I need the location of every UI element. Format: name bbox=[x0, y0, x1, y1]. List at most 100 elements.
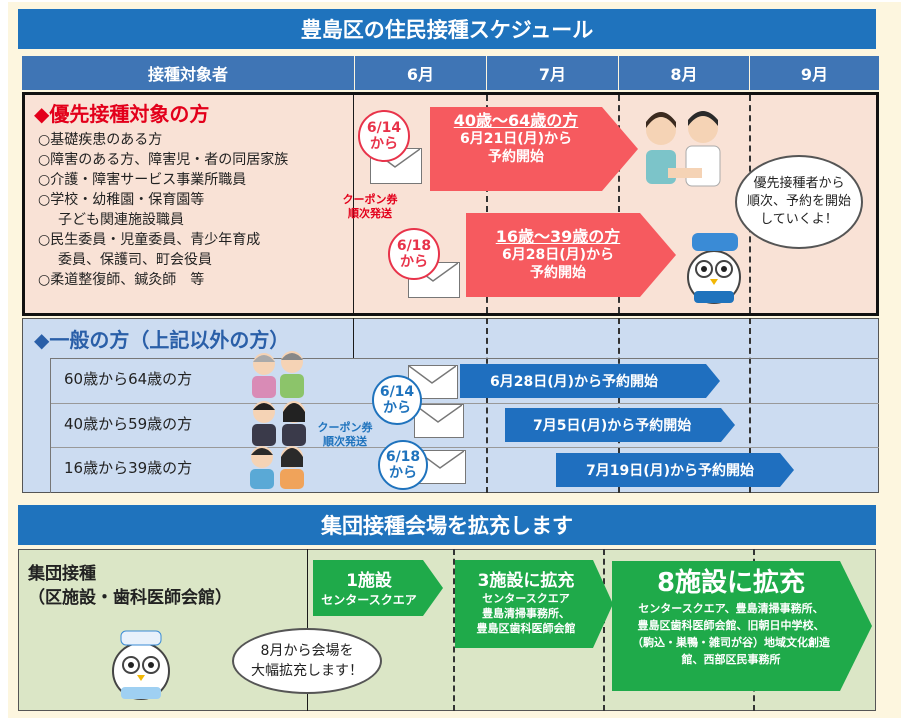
facility-step-1-arrow bbox=[313, 560, 443, 616]
owl-mascot-nurse bbox=[112, 630, 170, 700]
envelope-icon bbox=[414, 404, 464, 438]
column-header-target: 接種対象者 bbox=[22, 56, 354, 90]
column-header-september: 9月 bbox=[750, 56, 879, 90]
general-row-label: 16歳から39歳の方 bbox=[64, 459, 193, 477]
badge-date: 6/18 bbox=[396, 238, 432, 254]
facility-step-3-arrow bbox=[612, 561, 872, 691]
people-illustration bbox=[250, 446, 304, 489]
badge-date: 6/14 bbox=[379, 384, 415, 400]
badge-suffix: から bbox=[400, 254, 428, 270]
badge-date: 6/14 bbox=[366, 120, 402, 136]
row-divider bbox=[50, 447, 879, 448]
month-divider bbox=[603, 549, 605, 711]
step-line: 豊島区歯科医師会館 bbox=[476, 622, 576, 635]
step-title: 3施設に拡充 bbox=[477, 571, 575, 591]
age-range: 16歳～39歳の方 bbox=[495, 227, 621, 246]
badge-suffix: から bbox=[389, 465, 417, 481]
month-divider bbox=[618, 318, 620, 493]
age-range: 40歳～64歳の方 bbox=[453, 111, 579, 130]
facility-step-2-arrow bbox=[455, 560, 613, 648]
step-line: センタースクエア、豊島清掃事務所、 bbox=[638, 602, 824, 615]
step-line: センタースクエア bbox=[321, 593, 417, 607]
step-line: 豊島清掃事務所、 bbox=[482, 607, 570, 620]
expansion-label-line: 集団接種 bbox=[28, 564, 96, 584]
step-line: センタースクエア bbox=[482, 592, 570, 605]
speech-bubble: 8月から会場を 大幅拡充します！ bbox=[232, 628, 382, 694]
reservation-start: 予約開始 bbox=[488, 149, 544, 165]
general-heading: ◆一般の方（上記以外の方） bbox=[34, 328, 290, 352]
reservation-bar-40-59 bbox=[505, 408, 735, 442]
expansion-label-line: （区施設・歯科医師会館） bbox=[28, 588, 232, 608]
step-title: 8施設に拡充 bbox=[656, 568, 806, 598]
month-divider bbox=[486, 95, 488, 313]
reservation-arrow-40-64 bbox=[430, 107, 638, 191]
list-item: 委員、保護司、町会役員 bbox=[58, 252, 212, 268]
priority-target-list: ○基礎疾患のある方 ○障害のある方、障害児・者の同居家族 ○介護・障害サービス事… bbox=[38, 130, 288, 290]
list-item: ○障害のある方、障害児・者の同居家族 bbox=[38, 152, 289, 168]
reservation-info-40-64: 40歳～64歳の方 6月21日(月)から 予約開始 bbox=[432, 112, 600, 166]
month-divider bbox=[618, 95, 620, 313]
column-header-august: 8月 bbox=[619, 56, 749, 90]
reservation-bar-label: 7月5日(月)から予約開始 bbox=[533, 418, 692, 434]
coupon-date-badge: 6/18 から bbox=[378, 440, 428, 490]
column-header-july: 7月 bbox=[487, 56, 618, 90]
expansion-banner: 集団接種会場を拡充します bbox=[18, 505, 876, 545]
reservation-date: 6月21日(月)から bbox=[459, 131, 573, 147]
list-item: ○介護・障害サービス事業所職員 bbox=[38, 172, 247, 188]
speech-bubble: 優先接種者から 順次、予約を開始 していくよ！ bbox=[735, 155, 863, 249]
month-divider bbox=[749, 318, 751, 493]
people-illustration bbox=[252, 351, 304, 398]
column-divider bbox=[353, 95, 354, 313]
list-item: ○柔道整復師、鍼灸師 等 bbox=[38, 272, 205, 288]
column-divider bbox=[353, 318, 354, 358]
month-divider bbox=[486, 318, 488, 493]
reservation-bar-60-64 bbox=[460, 364, 720, 398]
bubble-line: 順次、予約を開始 bbox=[746, 194, 851, 209]
coupon-note-line: クーポン券 bbox=[317, 421, 373, 434]
list-item: ○基礎疾患のある方 bbox=[38, 132, 163, 148]
list-item: ○学校・幼稚園・保育園等 bbox=[38, 192, 205, 208]
coupon-date-badge: 6/18 から bbox=[388, 228, 440, 280]
badge-date: 6/18 bbox=[385, 449, 421, 465]
coupon-note: クーポン券 順次発送 bbox=[335, 193, 405, 221]
step-line: （駒込・巣鴨・雑司が谷）地域文化創造 bbox=[632, 636, 830, 649]
bubble-line: 8月から会場を bbox=[260, 643, 354, 659]
page-title: 豊島区の住民接種スケジュール bbox=[18, 9, 876, 49]
people-illustration bbox=[252, 401, 306, 446]
reservation-bar-label: 7月19日(月)から予約開始 bbox=[586, 463, 755, 479]
owl-mascot-doctor bbox=[687, 233, 741, 304]
reservation-bar-label: 6月28日(月)から予約開始 bbox=[490, 374, 659, 390]
reservation-start: 予約開始 bbox=[530, 265, 586, 281]
bubble-line: 優先接種者から bbox=[753, 176, 845, 191]
list-item: 子ども関連施設職員 bbox=[58, 212, 184, 228]
general-row-label: 40歳から59歳の方 bbox=[64, 415, 193, 433]
doctor-patient-illustration bbox=[646, 111, 721, 187]
reservation-info-16-39: 16歳～39歳の方 6月28日(月)から 予約開始 bbox=[470, 228, 646, 282]
coupon-date-badge: 6/14 から bbox=[372, 375, 422, 425]
general-rows bbox=[50, 358, 879, 493]
facility-step-1: 1施設 センタースクエア bbox=[313, 566, 425, 608]
facility-step-2: 3施設に拡充 センタースクエア 豊島清掃事務所、 豊島区歯科医師会館 bbox=[456, 566, 596, 636]
column-header-june: 6月 bbox=[355, 56, 486, 90]
step-line: 豊島区歯科医師会館、旧朝日中学校、 bbox=[637, 619, 825, 632]
row-divider bbox=[50, 403, 879, 404]
bubble-line: していくよ！ bbox=[760, 212, 838, 227]
facility-step-3: 8施設に拡充 センタースクエア、豊島清掃事務所、 豊島区歯科医師会館、旧朝日中学… bbox=[612, 566, 850, 668]
reservation-bar-16-39 bbox=[556, 453, 794, 487]
reservation-date: 6月28日(月)から bbox=[501, 247, 615, 263]
badge-suffix: から bbox=[383, 400, 411, 416]
coupon-note-line: 順次発送 bbox=[348, 207, 392, 220]
general-row-label: 60歳から64歳の方 bbox=[64, 370, 193, 388]
month-divider bbox=[453, 549, 455, 711]
step-title: 1施設 bbox=[346, 571, 392, 591]
coupon-note-line: 順次発送 bbox=[323, 435, 367, 448]
list-item: ○民生委員・児童委員、青少年育成 bbox=[38, 232, 261, 248]
bubble-line: 大幅拡充します！ bbox=[251, 663, 363, 679]
row-left-border bbox=[50, 358, 51, 493]
coupon-note: クーポン券 順次発送 bbox=[310, 421, 380, 449]
priority-heading: ◆優先接種対象の方 bbox=[34, 102, 210, 126]
badge-suffix: から bbox=[370, 136, 398, 152]
step-line: 館、西部区民事務所 bbox=[681, 653, 781, 666]
reservation-arrow-16-39 bbox=[466, 213, 676, 297]
expansion-label: 集団接種 （区施設・歯科医師会館） bbox=[28, 562, 232, 610]
